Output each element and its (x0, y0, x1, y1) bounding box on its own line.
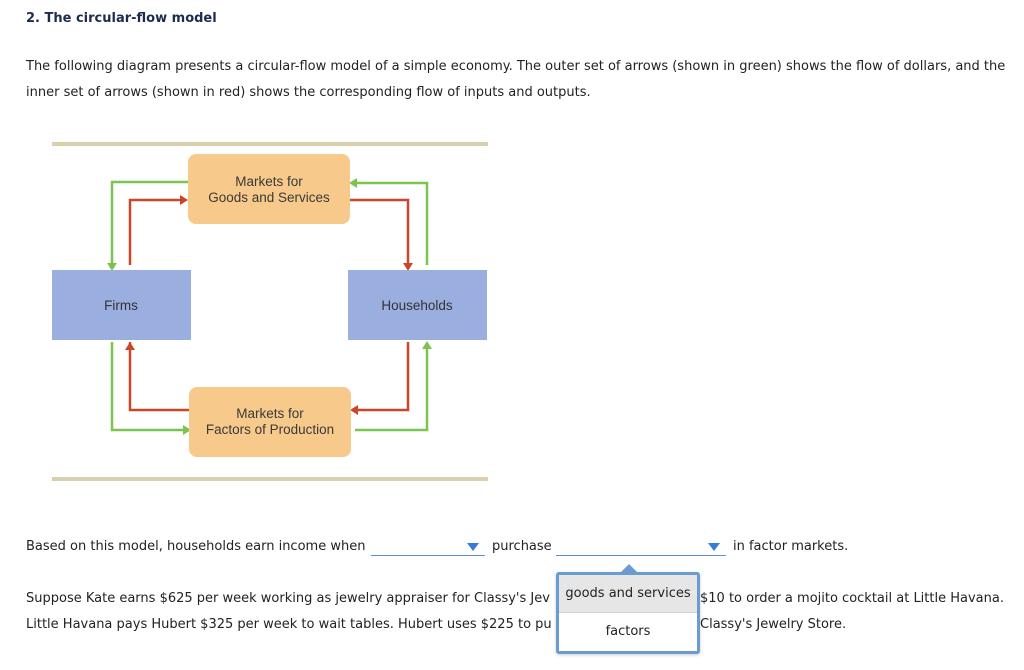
factor-market-box (189, 387, 351, 457)
option-factors[interactable]: factors (605, 624, 651, 639)
scenario-line1-left: Suppose Kate earns $625 per week working… (26, 591, 550, 606)
goods-market-label-1: Markets for (235, 174, 303, 189)
who-dropdown[interactable] (371, 537, 485, 556)
intro-paragraph: The following diagram presents a circula… (26, 59, 1006, 100)
dollar-arrowheads (107, 178, 432, 435)
households-label: Households (381, 298, 453, 313)
scenario-line2-left: Little Havana pays Hubert $325 per week … (26, 617, 552, 632)
goods-flow-arrows (128, 198, 410, 412)
question-suffix: in factor markets. (733, 539, 849, 554)
top-rule (52, 142, 488, 146)
question-middle: purchase (492, 539, 552, 554)
bottom-rule (52, 477, 488, 481)
goods-market-box (188, 154, 350, 224)
households-box (348, 270, 487, 340)
popup-caret (621, 564, 637, 572)
scenario-line2-right: Classy's Jewelry Store. (700, 617, 847, 632)
scenario-line1-right: $10 to order a mojito cocktail at Little… (700, 591, 1004, 606)
chevron-down-icon (467, 543, 479, 551)
factor-market-label-2: Factors of Production (206, 422, 334, 437)
firms-box (52, 270, 191, 340)
factor-market-label-1: Markets for (236, 406, 304, 421)
firms-label: Firms (104, 298, 138, 313)
goods-market-label-2: Goods and Services (208, 190, 330, 205)
dropdown-options-popup: goods and services factors (556, 564, 700, 654)
option-goods-and-services[interactable]: goods and services (559, 575, 697, 613)
circular-flow-diagram: Markets for Goods and Services Markets f… (52, 142, 488, 481)
goods-arrowheads (125, 195, 413, 415)
chevron-down-icon (708, 543, 720, 551)
question-prefix: Based on this model, households earn inc… (26, 539, 366, 554)
dollar-flow-arrows (110, 180, 429, 432)
question-line: Based on this model, households earn inc… (0, 537, 1024, 559)
what-dropdown[interactable] (556, 537, 726, 556)
section-heading: 2. The circular-flow model (26, 11, 217, 26)
